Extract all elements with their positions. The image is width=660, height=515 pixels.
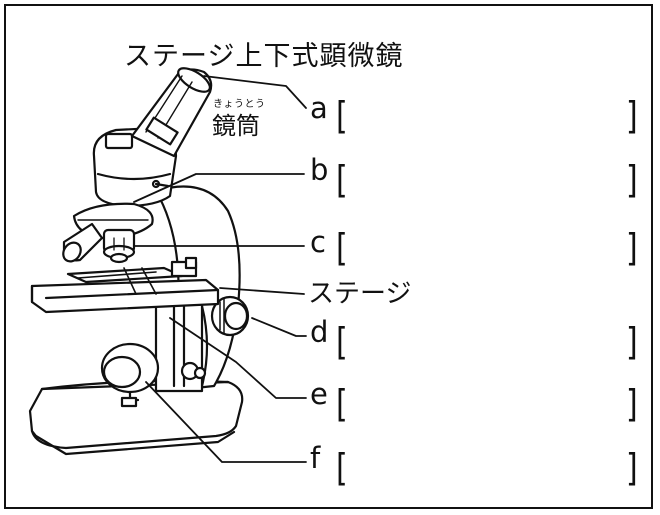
label-a: a [310,91,328,125]
page-title: ステージ上下式顕微鏡 [124,41,404,72]
label-d: d [310,315,329,349]
eyepiece-ruby: きょうとう [213,99,266,110]
microscope-base [28,380,244,450]
bracket-open-e: [ [336,382,348,427]
bracket-open-c: [ [336,226,348,271]
answer-field-f[interactable] [351,456,619,482]
bracket-open-f: [ [336,446,348,491]
answer-field-e[interactable] [351,392,619,418]
answer-field-a[interactable] [351,104,619,130]
worksheet: ステージ上下式顕微鏡 [4,4,653,509]
label-b: b [310,153,329,187]
stage-label: ステージ [308,279,412,309]
bracket-close-e: ] [626,382,638,427]
answer-field-b[interactable] [351,168,619,194]
bracket-open-b: [ [336,158,348,203]
label-f: f [310,441,321,475]
bracket-close-c: ] [626,226,638,271]
answer-field-d[interactable] [351,330,619,356]
bracket-open-d: [ [336,320,348,365]
answer-field-c[interactable] [351,236,619,262]
label-e: e [310,377,328,411]
eyepiece-label: 鏡筒 [212,112,260,140]
label-c: c [310,225,326,259]
bracket-close-d: ] [626,320,638,365]
bracket-close-f: ] [626,446,638,491]
bracket-close-b: ] [626,158,638,203]
bracket-open-a: [ [336,94,348,139]
bracket-close-a: ] [626,94,638,139]
microscope-illustration [28,67,307,463]
